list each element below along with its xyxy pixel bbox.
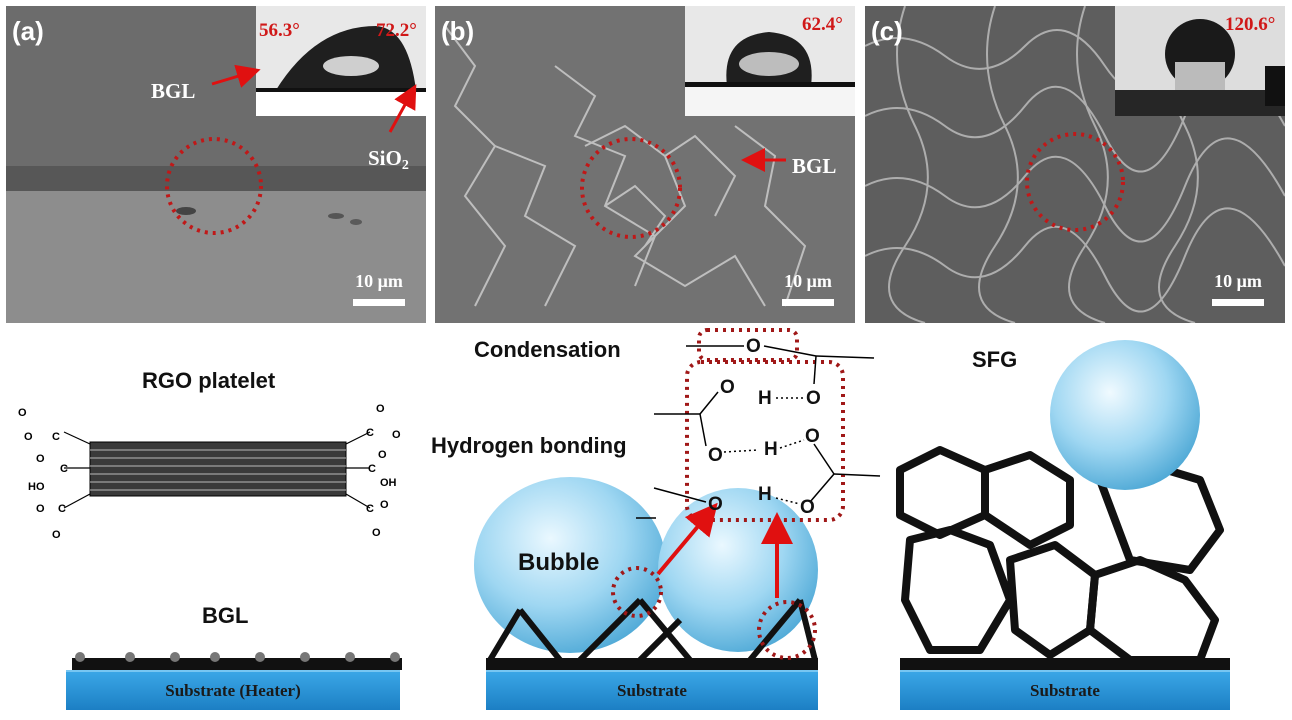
svg-text:C: C [368,463,376,475]
sfg-cell-2 [981,451,1074,549]
svg-text:O: O [24,431,33,443]
panel-label-b: (b) [441,16,475,46]
arrow-bond-left [656,502,718,576]
chem-o-2: O [720,377,735,398]
chem-h-2: H [764,439,778,460]
sfg-cell-4 [901,526,1014,654]
sfg-cell-1 [896,446,989,539]
contact-angle-c: 120.6° [1225,14,1276,35]
sfg-label: SFG [972,347,1018,372]
functional-groups [63,431,371,509]
rgo-platelet-stack [89,441,347,497]
panel-label-c: (c) [871,16,903,46]
svg-text:O: O [18,407,27,419]
sio2-annotation: SiO2 [368,146,409,173]
svg-text:O: O [380,499,389,511]
contact-angle-inset-b [685,6,855,116]
bgl-label: BGL [202,603,249,628]
svg-text:C: C [58,503,66,515]
scale-bar-c [1212,299,1264,306]
sem-panel-b: (b) 62.4° BGL 10 μm [435,6,855,323]
contact-angle-left: 56.3° [259,20,300,41]
svg-text:O: O [36,453,45,465]
condensation-box [697,328,799,362]
scale-label-b: 10 μm [784,271,832,291]
chem-o-3: O [806,388,821,409]
svg-text:C: C [366,503,374,515]
sem-panel-a: (a) 56.3° 72.2° BGL SiO2 10 μm [6,6,426,323]
scale-label-a: 10 μm [355,271,403,291]
hydrogen-bond-box [685,360,845,522]
scale-label-c: 10 μm [1214,271,1262,291]
svg-text:O: O [52,529,61,541]
contact-angle-b: 62.4° [802,14,843,35]
anchor-circle-right [757,600,817,660]
hydrogen-bonding-label: Hydrogen bonding [431,433,627,458]
contact-angle-right: 72.2° [376,20,417,41]
svg-text:HO: HO [28,481,45,493]
rgo-platelet-label: RGO platelet [142,368,276,393]
chem-o-4: O [708,445,723,466]
chem-h-3: H [758,484,772,505]
svg-text:O: O [378,449,387,461]
bgl-annotation-a: BGL [151,79,196,103]
scale-bar-a [353,299,405,306]
panel-label-a: (a) [12,16,44,46]
svg-text:C: C [366,427,374,439]
anchor-circle-left [611,566,663,618]
contact-angle-inset-c [1115,6,1285,116]
scale-bar-b [782,299,834,306]
svg-text:O: O [372,527,381,539]
svg-text:O: O [36,503,45,515]
substrate-middle: Substrate [486,670,818,710]
sfg-bubble [1050,340,1200,490]
svg-text:O: O [376,403,385,415]
condensation-label: Condensation [474,337,621,362]
chem-o-1: O [746,336,761,357]
arrow-sio2 [388,84,417,133]
sem-panel-c: (c) 120.6° 10 μm [865,6,1285,323]
chem-h-1: H [758,388,772,409]
bgl-annotation-b: BGL [792,154,837,178]
svg-text:C: C [52,431,60,443]
chem-o-5: O [805,426,820,447]
sfg-cell-5 [1006,541,1099,659]
svg-text:OH: OH [380,477,397,489]
svg-text:O: O [392,429,401,441]
substrate-right: Substrate [900,670,1230,710]
arrow-bgl-a [211,64,261,88]
sfg-cell-6 [1086,556,1219,664]
svg-text:C: C [60,463,68,475]
chem-o-6: O [708,494,723,515]
substrate-heater: Substrate (Heater) [66,670,400,710]
chem-o-7: O [800,497,815,518]
bubble-label: Bubble [518,549,600,576]
